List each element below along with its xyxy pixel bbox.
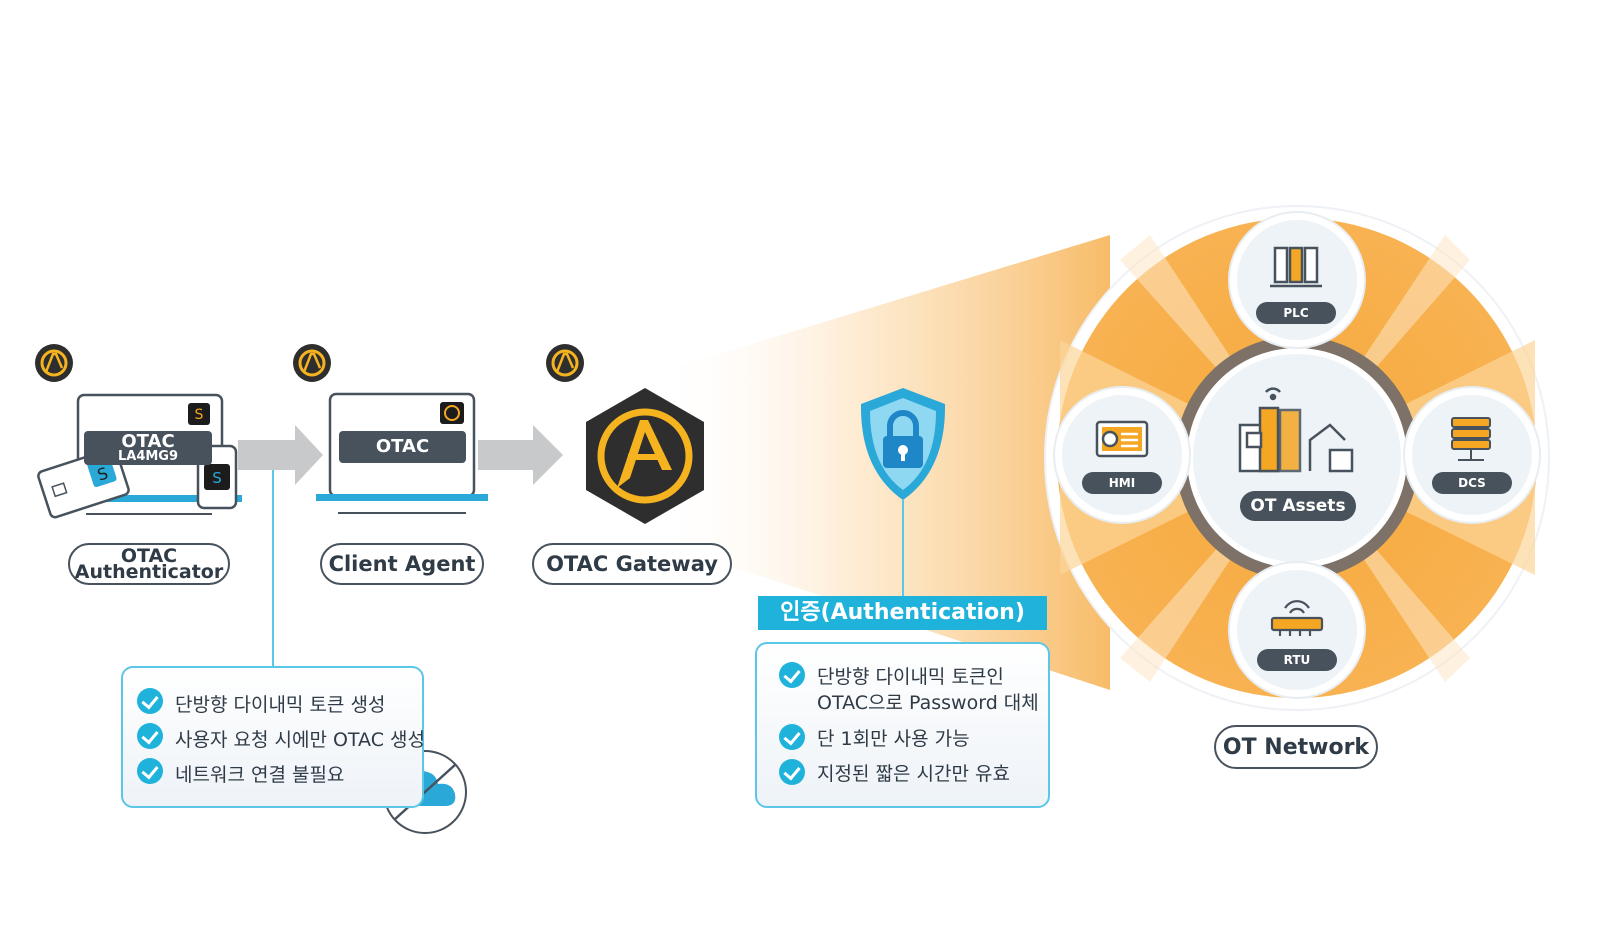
plc-icon [1270, 246, 1322, 288]
gateway-pill: OTAC Gateway [532, 543, 732, 585]
auth-feature-item: 지정된 짧은 시간만 유효 [779, 759, 1010, 787]
shield-lock-icon [860, 388, 946, 500]
arrow-2 [478, 425, 563, 485]
auth-feature-text: OTAC으로 Password 대체 [817, 692, 1039, 714]
rtu-label: RTU [1257, 649, 1337, 671]
dcs-icon [1451, 417, 1491, 461]
gateway-logo [586, 388, 704, 524]
factory-icon [1238, 387, 1354, 473]
client-feature-item: 네트워크 연결 불필요 [137, 758, 345, 787]
check-icon [137, 723, 163, 749]
auth-feature-text: 단방향 다이내믹 토큰인 [817, 666, 1004, 688]
client-feature-text: 단방향 다이내믹 토큰 생성 [175, 694, 386, 716]
arrow-1 [238, 425, 323, 485]
auth-feature-item: 단방향 다이내믹 토큰인 OTAC으로 Password 대체 [779, 662, 1039, 716]
plc-label: PLC [1256, 302, 1336, 324]
client-agent-pill: Client Agent [320, 543, 484, 585]
auth-feature-item: 단 1회만 사용 가능 [779, 724, 970, 752]
client-feature-item: 사용자 요청 시에만 OTAC 생성 [137, 723, 425, 752]
ot-network-pill: OT Network [1214, 725, 1378, 769]
authentication-features-box [755, 642, 1050, 808]
authenticator-screen-label: OTAC LA4MG9 [84, 431, 212, 465]
client-features-box [121, 666, 424, 808]
client-feature-text: 사용자 요청 시에만 OTAC 생성 [175, 729, 425, 751]
auth-feature-text: 단 1회만 사용 가능 [817, 728, 970, 750]
authenticator-card-title: OTAC [121, 431, 175, 452]
authenticator-card-code: LA4MG9 [117, 449, 179, 464]
client-feature-text: 네트워크 연결 불필요 [175, 764, 345, 786]
authenticator-pill-line2: Authenticator [74, 561, 224, 583]
gateway-logo-icon [546, 344, 584, 382]
check-icon [137, 688, 163, 714]
authenticator-pill: OTAC Authenticator [68, 543, 230, 585]
hmi-icon [1095, 420, 1149, 458]
check-icon [779, 662, 805, 688]
client-feature-item: 단방향 다이내믹 토큰 생성 [137, 688, 386, 717]
check-icon [779, 724, 805, 750]
authentication-banner: 인증(Authentication) [758, 596, 1047, 630]
check-icon [137, 758, 163, 784]
gateway-logo-icon [35, 344, 73, 382]
hmi-label: HMI [1082, 472, 1162, 494]
ot-assets-label: OT Assets [1240, 491, 1356, 521]
gateway-logo-icon [293, 344, 331, 382]
svg-text:S: S [195, 407, 204, 423]
svg-text:S: S [212, 469, 222, 487]
rtu-icon [1270, 600, 1324, 636]
dcs-label: DCS [1432, 472, 1512, 494]
check-icon [779, 759, 805, 785]
client-screen-label: OTAC [339, 431, 466, 463]
authenticator-pill-line1: OTAC [120, 545, 178, 567]
auth-feature-text: 지정된 짧은 시간만 유효 [817, 763, 1010, 785]
